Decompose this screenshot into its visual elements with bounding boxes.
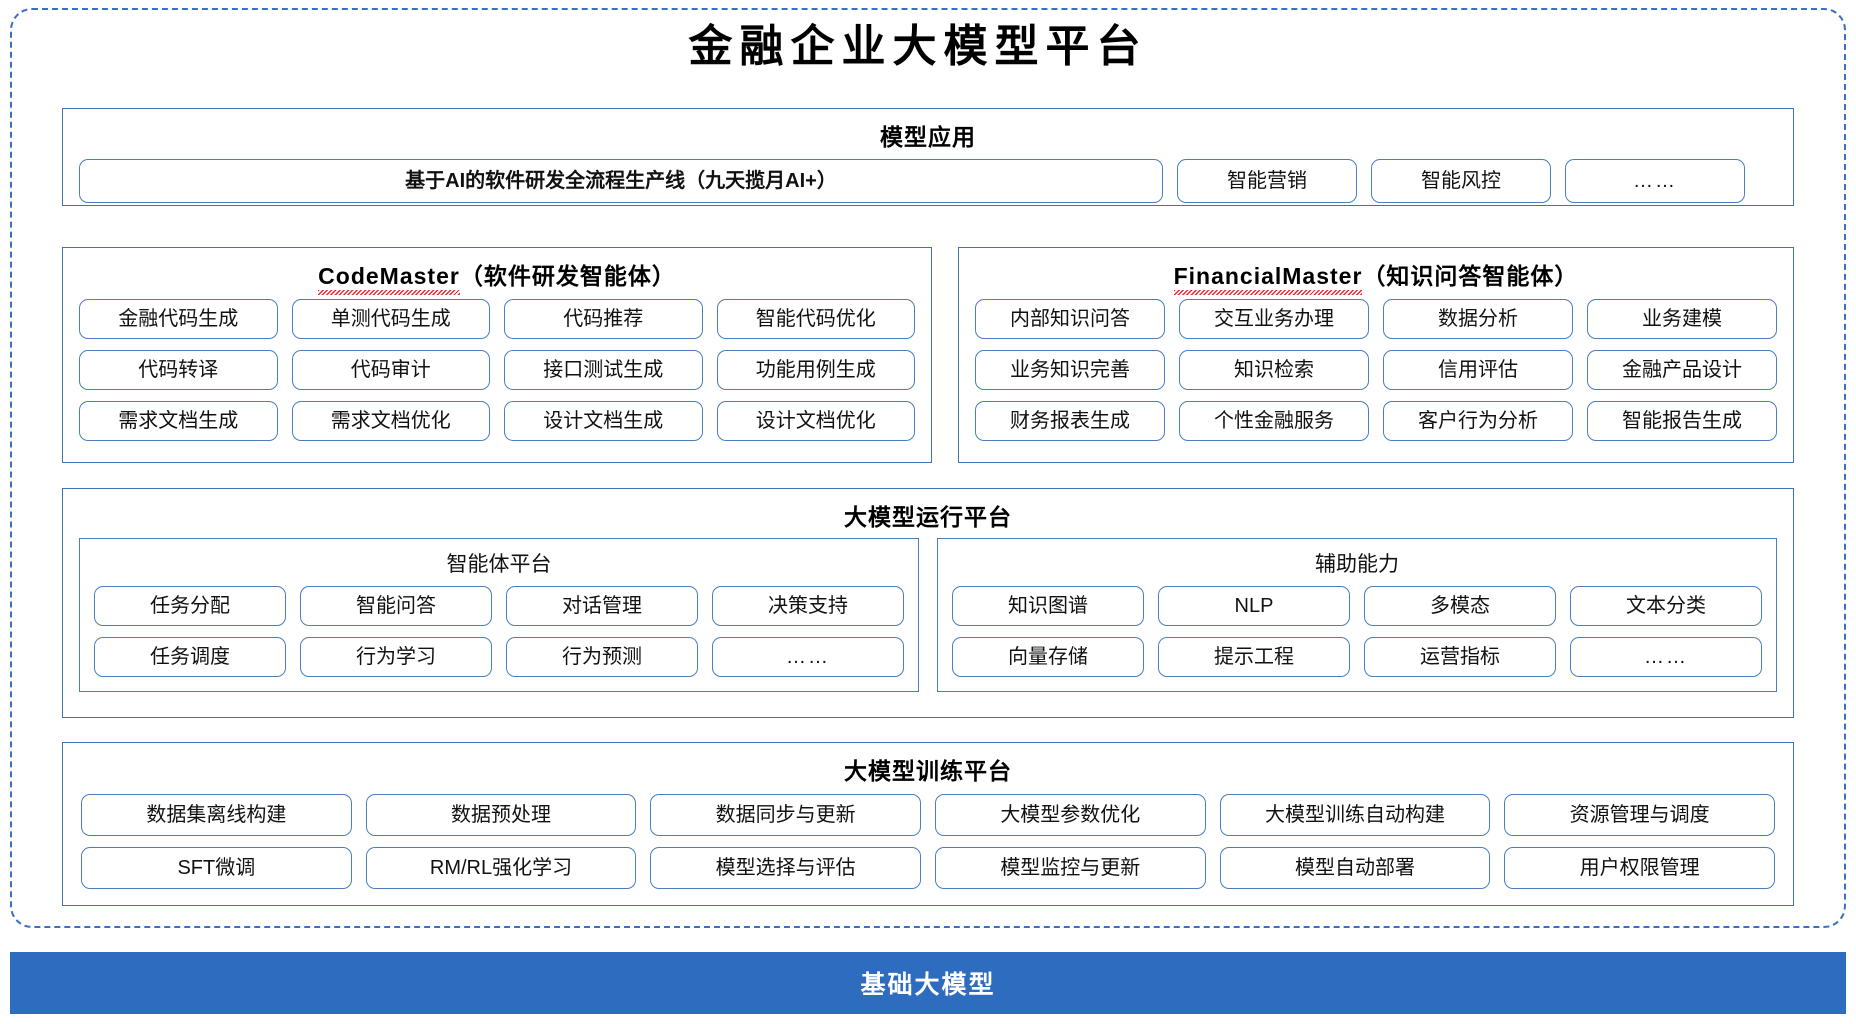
chip-train-9[interactable]: 模型监控与更新 <box>934 847 1206 889</box>
chip-code-5[interactable]: 代码审计 <box>291 350 490 390</box>
chip-support-5[interactable]: 提示工程 <box>1158 637 1350 677</box>
chip-code-0[interactable]: 金融代码生成 <box>79 299 278 339</box>
code-master-capability-grid: 金融代码生成 单测代码生成 代码推荐 智能代码优化 代码转译 代码审计 接口测试… <box>63 299 931 441</box>
chip-fin-10[interactable]: 客户行为分析 <box>1383 401 1573 441</box>
chip-agent-7[interactable]: …… <box>712 637 904 677</box>
chip-code-9[interactable]: 需求文档优化 <box>291 401 490 441</box>
chip-code-1[interactable]: 单测代码生成 <box>291 299 490 339</box>
section-model-application: 模型应用 基于AI的软件研发全流程生产线（九天揽月AI+） 智能营销 智能风控 … <box>62 108 1794 206</box>
chip-fin-9[interactable]: 个性金融服务 <box>1179 401 1369 441</box>
chip-code-3[interactable]: 智能代码优化 <box>716 299 915 339</box>
chip-support-2[interactable]: 多模态 <box>1364 586 1556 626</box>
financial-master-suffix: （知识问答智能体） <box>1362 263 1579 289</box>
chip-train-7[interactable]: RM/RL强化学习 <box>365 847 637 889</box>
section-runtime-platform: 大模型运行平台 智能体平台 任务分配 智能问答 对话管理 决策支持 任务调度 行… <box>62 488 1794 718</box>
chip-agent-3[interactable]: 决策支持 <box>712 586 904 626</box>
chip-code-7[interactable]: 功能用例生成 <box>716 350 915 390</box>
chip-fin-2[interactable]: 数据分析 <box>1383 299 1573 339</box>
chip-code-2[interactable]: 代码推荐 <box>504 299 703 339</box>
chip-code-6[interactable]: 接口测试生成 <box>504 350 703 390</box>
chip-fin-8[interactable]: 财务报表生成 <box>975 401 1165 441</box>
chip-support-1[interactable]: NLP <box>1158 586 1350 626</box>
chip-train-10[interactable]: 模型自动部署 <box>1219 847 1491 889</box>
subpanel-agent-platform: 智能体平台 任务分配 智能问答 对话管理 决策支持 任务调度 行为学习 行为预测… <box>79 538 919 692</box>
chip-train-5[interactable]: 资源管理与调度 <box>1504 794 1775 836</box>
chip-agent-4[interactable]: 任务调度 <box>94 637 286 677</box>
chip-train-3[interactable]: 大模型参数优化 <box>934 794 1206 836</box>
page-title: 金融企业大模型平台 <box>688 21 1148 72</box>
chip-code-11[interactable]: 设计文档优化 <box>716 401 915 441</box>
chip-agent-0[interactable]: 任务分配 <box>94 586 286 626</box>
chip-agent-1[interactable]: 智能问答 <box>300 586 492 626</box>
chip-support-7[interactable]: …… <box>1570 637 1762 677</box>
chip-fin-7[interactable]: 金融产品设计 <box>1587 350 1777 390</box>
chip-smart-risk-control[interactable]: 智能风控 <box>1371 159 1551 203</box>
financial-master-capability-grid: 内部知识问答 交互业务办理 数据分析 业务建模 业务知识完善 知识检索 信用评估… <box>959 299 1793 441</box>
chip-code-10[interactable]: 设计文档生成 <box>504 401 703 441</box>
chip-fin-4[interactable]: 业务知识完善 <box>975 350 1165 390</box>
chip-fin-1[interactable]: 交互业务办理 <box>1179 299 1369 339</box>
support-capability-grid: 知识图谱 NLP 多模态 文本分类 向量存储 提示工程 运营指标 …… <box>938 586 1776 677</box>
chip-train-0[interactable]: 数据集离线构建 <box>81 794 352 836</box>
subpanel-support-capability: 辅助能力 知识图谱 NLP 多模态 文本分类 向量存储 提示工程 运营指标 …… <box>937 538 1777 692</box>
chip-fin-6[interactable]: 信用评估 <box>1383 350 1573 390</box>
chip-support-3[interactable]: 文本分类 <box>1570 586 1762 626</box>
section-code-master: CodeMaster（软件研发智能体） 金融代码生成 单测代码生成 代码推荐 智… <box>62 247 932 463</box>
section-training-platform: 大模型训练平台 数据集离线构建 数据预处理 数据同步与更新 大模型参数优化 大模… <box>62 742 1794 906</box>
chip-agent-2[interactable]: 对话管理 <box>506 586 698 626</box>
chip-code-4[interactable]: 代码转译 <box>79 350 278 390</box>
code-master-name: CodeMaster <box>318 263 460 289</box>
financial-master-name: FinancialMaster <box>1173 263 1363 289</box>
foundation-model-bar: 基础大模型 <box>10 952 1846 1014</box>
chip-ai-sdlc-pipeline[interactable]: 基于AI的软件研发全流程生产线（九天揽月AI+） <box>79 159 1163 203</box>
chip-fin-0[interactable]: 内部知识问答 <box>975 299 1165 339</box>
chip-support-0[interactable]: 知识图谱 <box>952 586 1144 626</box>
code-master-suffix: （软件研发智能体） <box>459 263 676 289</box>
section-title-code-master: CodeMaster（软件研发智能体） <box>63 248 931 295</box>
chip-fin-11[interactable]: 智能报告生成 <box>1587 401 1777 441</box>
chip-agent-5[interactable]: 行为学习 <box>300 637 492 677</box>
chip-train-4[interactable]: 大模型训练自动构建 <box>1219 794 1491 836</box>
runtime-subpanels: 智能体平台 任务分配 智能问答 对话管理 决策支持 任务调度 行为学习 行为预测… <box>63 538 1793 692</box>
model-application-row: 基于AI的软件研发全流程生产线（九天揽月AI+） 智能营销 智能风控 …… <box>63 159 1793 203</box>
subpanel-title-support-capability: 辅助能力 <box>1315 553 1399 576</box>
foundation-model-label: 基础大模型 <box>860 971 996 999</box>
chip-support-6[interactable]: 运营指标 <box>1364 637 1556 677</box>
chip-fin-5[interactable]: 知识检索 <box>1179 350 1369 390</box>
subpanel-title-agent-platform: 智能体平台 <box>446 553 552 576</box>
chip-train-8[interactable]: 模型选择与评估 <box>650 847 921 889</box>
section-title-runtime-platform: 大模型运行平台 <box>844 504 1012 530</box>
section-title-financial-master: FinancialMaster（知识问答智能体） <box>959 248 1793 295</box>
chip-smart-marketing[interactable]: 智能营销 <box>1177 159 1357 203</box>
chip-train-11[interactable]: 用户权限管理 <box>1504 847 1775 889</box>
chip-train-1[interactable]: 数据预处理 <box>365 794 637 836</box>
chip-support-4[interactable]: 向量存储 <box>952 637 1144 677</box>
section-financial-master: FinancialMaster（知识问答智能体） 内部知识问答 交互业务办理 数… <box>958 247 1794 463</box>
section-title-model-application: 模型应用 <box>880 124 976 150</box>
chip-train-6[interactable]: SFT微调 <box>81 847 352 889</box>
agent-platform-grid: 任务分配 智能问答 对话管理 决策支持 任务调度 行为学习 行为预测 …… <box>80 586 918 677</box>
section-title-training-platform: 大模型训练平台 <box>844 758 1012 784</box>
chip-more-ellipsis[interactable]: …… <box>1565 159 1745 203</box>
chip-train-2[interactable]: 数据同步与更新 <box>650 794 921 836</box>
chip-code-8[interactable]: 需求文档生成 <box>79 401 278 441</box>
chip-agent-6[interactable]: 行为预测 <box>506 637 698 677</box>
chip-fin-3[interactable]: 业务建模 <box>1587 299 1777 339</box>
training-platform-grid: 数据集离线构建 数据预处理 数据同步与更新 大模型参数优化 大模型训练自动构建 … <box>63 794 1793 889</box>
